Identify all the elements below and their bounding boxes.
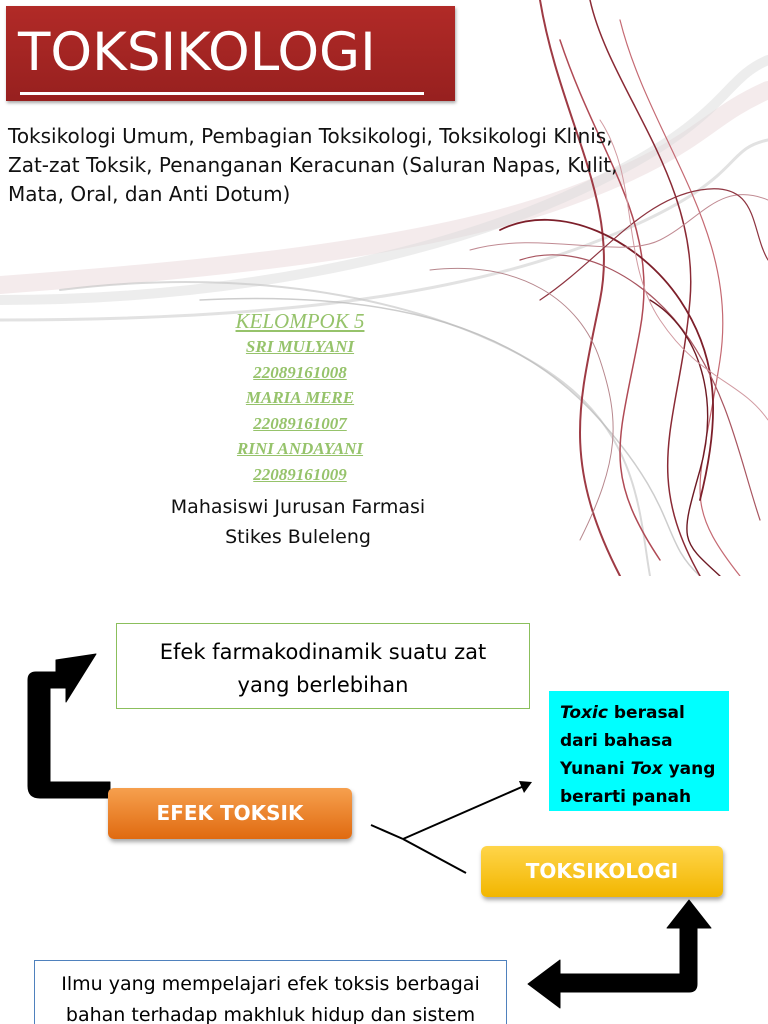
- etymology-note: Toxic berasal dari bahasa Yunani Tox yan…: [549, 691, 729, 811]
- bent-arrow-up-icon: [27, 653, 111, 799]
- subtitle: Toksikologi Umum, Pembagian Toksikologi,…: [8, 122, 668, 209]
- definition-line: yang berlebihan: [237, 673, 409, 697]
- note-text: berasal: [607, 703, 685, 723]
- note-line: Toxic berasal: [560, 699, 729, 727]
- affiliation-line: Mahasiswi Jurusan Farmasi: [170, 496, 426, 518]
- title-banner: TOKSIKOLOGI: [6, 6, 455, 101]
- ilmu-line: Ilmu yang mempelajari efek toksis berbag…: [61, 973, 480, 995]
- arrowhead-icon: [519, 781, 532, 793]
- group-label: KELOMPOK 5: [235, 309, 365, 333]
- presentation-title: TOKSIKOLOGI: [18, 22, 376, 83]
- group-members: KELOMPOK 5 SRI MULYANI 22089161008 MARIA…: [150, 308, 450, 487]
- note-line: Yunani Tox yang: [560, 755, 729, 783]
- connector-arrows: [27, 653, 712, 1009]
- connector-line: [370, 824, 404, 840]
- concept-map-slide: Efek farmakodinamik suatu zat yang berle…: [0, 588, 768, 1024]
- subtitle-line: Mata, Oral, dan Anti Dotum): [8, 182, 291, 206]
- note-text: yang: [662, 759, 716, 779]
- note-line: dari bahasa: [560, 731, 673, 751]
- toksikologi-label: TOKSIKOLOGI: [481, 846, 723, 897]
- bent-arrow-down-icon: [527, 899, 712, 1009]
- member-name: RINI ANDAYANI: [236, 439, 364, 458]
- decorative-swirl-background: [0, 0, 768, 576]
- connector-arrow-line: [402, 785, 525, 840]
- note-emphasis: Toxic: [560, 703, 608, 723]
- affiliation-line: Stikes Buleleng: [225, 526, 371, 548]
- subtitle-line: Toksikologi Umum, Pembagian Toksikologi,…: [8, 124, 613, 148]
- definition-science-box: Ilmu yang mempelajari efek toksis berbag…: [34, 960, 507, 1024]
- title-underline: [20, 92, 424, 95]
- note-line: berarti panah: [560, 787, 692, 807]
- note-emphasis: Tox: [630, 759, 663, 779]
- title-slide: TOKSIKOLOGI Toksikologi Umum, Pembagian …: [0, 0, 768, 576]
- definition-line: Efek farmakodinamik suatu zat: [159, 640, 487, 664]
- ilmu-line: bahan terhadap makhluk hidup dan sistem: [65, 1004, 476, 1024]
- member-name: MARIA MERE: [245, 388, 355, 407]
- note-text: Yunani: [560, 759, 631, 779]
- member-id: 22089161009: [253, 464, 347, 484]
- definition-box: Efek farmakodinamik suatu zat yang berle…: [116, 623, 530, 709]
- affiliation: Mahasiswi Jurusan Farmasi Stikes Bulelen…: [120, 492, 476, 552]
- member-id: 22089161007: [253, 413, 347, 433]
- connector-line: [402, 838, 467, 874]
- subtitle-line: Zat-zat Toksik, Penanganan Keracunan (Sa…: [8, 153, 618, 177]
- member-name: SRI MULYANI: [245, 337, 355, 356]
- member-id: 22089161008: [253, 362, 347, 382]
- efek-toksik-label: EFEK TOKSIK: [108, 788, 352, 839]
